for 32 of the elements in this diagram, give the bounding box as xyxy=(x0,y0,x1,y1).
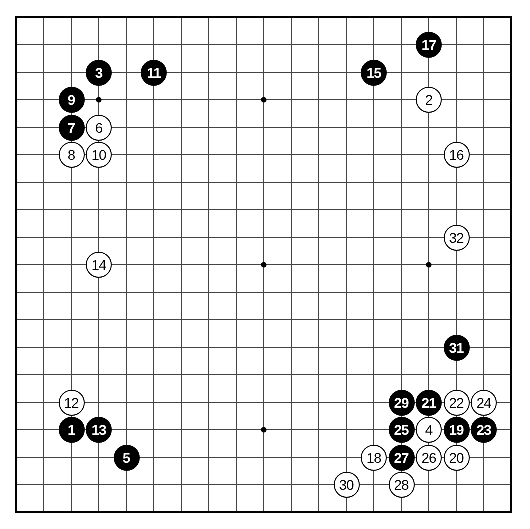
go-stone: 13 xyxy=(86,417,112,443)
go-stone: 11 xyxy=(141,60,167,86)
go-stone: 7 xyxy=(58,114,84,140)
go-stone: 28 xyxy=(388,472,414,498)
go-stone: 16 xyxy=(444,142,470,168)
go-stone: 15 xyxy=(361,60,387,86)
go-stone: 14 xyxy=(86,252,112,278)
go-stone: 12 xyxy=(58,390,84,416)
go-stone: 31 xyxy=(444,334,470,360)
go-stone: 8 xyxy=(58,142,84,168)
go-stone: 22 xyxy=(444,390,470,416)
go-stone: 27 xyxy=(388,444,414,470)
go-stone: 2 xyxy=(416,87,442,113)
go-stone: 25 xyxy=(388,417,414,443)
go-stone: 24 xyxy=(471,390,497,416)
go-stone: 9 xyxy=(58,87,84,113)
go-stone: 4 xyxy=(416,417,442,443)
go-stone: 29 xyxy=(388,390,414,416)
go-stone: 21 xyxy=(416,390,442,416)
go-stone: 3 xyxy=(86,60,112,86)
go-stone: 10 xyxy=(86,142,112,168)
go-stone: 30 xyxy=(334,472,360,498)
go-stone: 19 xyxy=(444,417,470,443)
go-stone: 1 xyxy=(58,417,84,443)
go-stone: 20 xyxy=(444,444,470,470)
go-stone: 32 xyxy=(444,224,470,250)
go-stone: 5 xyxy=(114,444,140,470)
go-stone: 17 xyxy=(416,32,442,58)
go-stone: 23 xyxy=(471,417,497,443)
go-stone: 18 xyxy=(361,444,387,470)
go-stone: 6 xyxy=(86,114,112,140)
go-stone: 26 xyxy=(416,444,442,470)
